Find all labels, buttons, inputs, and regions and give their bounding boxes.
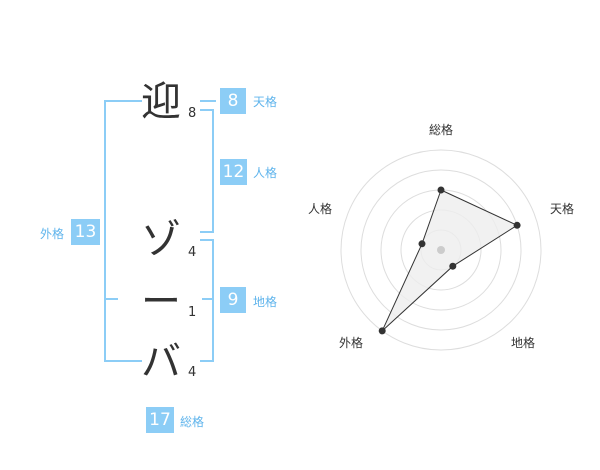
stroke-count-3: 1 [188,305,197,320]
gaikaku-label: 外格 [40,227,65,241]
radar-axis-label-jinkaku: 人格 [308,202,333,216]
radar-axis-label-chikaku: 地格 [511,336,536,350]
chikaku-bracket [200,239,214,362]
radar-axis-label-gaikaku: 外格 [339,336,364,350]
radar-axis-label-tenkaku: 天格 [550,202,575,216]
tenkaku-connector [200,100,216,102]
name-char-4: バ [141,339,181,385]
gaikaku-bracket-mid [104,298,118,300]
chikaku-value-box: 9 [220,287,246,313]
gaikaku-bracket [104,100,142,362]
radar-point-2 [449,262,457,270]
stroke-count-4: 4 [188,365,197,380]
radar-axis-label-soukaku: 総格 [429,123,454,137]
jinkaku-bracket [200,109,214,233]
radar-data-area [381,189,519,332]
stroke-count-2: 4 [188,245,197,260]
radar-point-1 [513,221,521,229]
name-char-1: 迎 [141,79,181,125]
radar-ring-5 [340,149,542,351]
jinkaku-value-box: 12 [220,159,247,185]
radar-point-3 [378,327,386,335]
radar-center-dot [437,246,445,254]
soukaku-value-box: 17 [146,407,174,433]
radar-point-4 [418,240,426,248]
radar-ring-4 [360,169,522,331]
chikaku-bracket-mid [202,298,212,300]
tenkaku-value-box: 8 [220,88,246,114]
stroke-count-1: 8 [188,106,197,121]
soukaku-label: 総格 [180,415,205,429]
chikaku-label: 地格 [253,295,278,309]
radar-point-0 [437,186,445,194]
jinkaku-label: 人格 [253,166,278,180]
radar-points [378,186,521,335]
tenkaku-label: 天格 [253,95,278,109]
name-char-2: ゾ [141,217,181,263]
name-char-3: ー [141,279,181,325]
gaikaku-value-box: 13 [71,219,100,245]
